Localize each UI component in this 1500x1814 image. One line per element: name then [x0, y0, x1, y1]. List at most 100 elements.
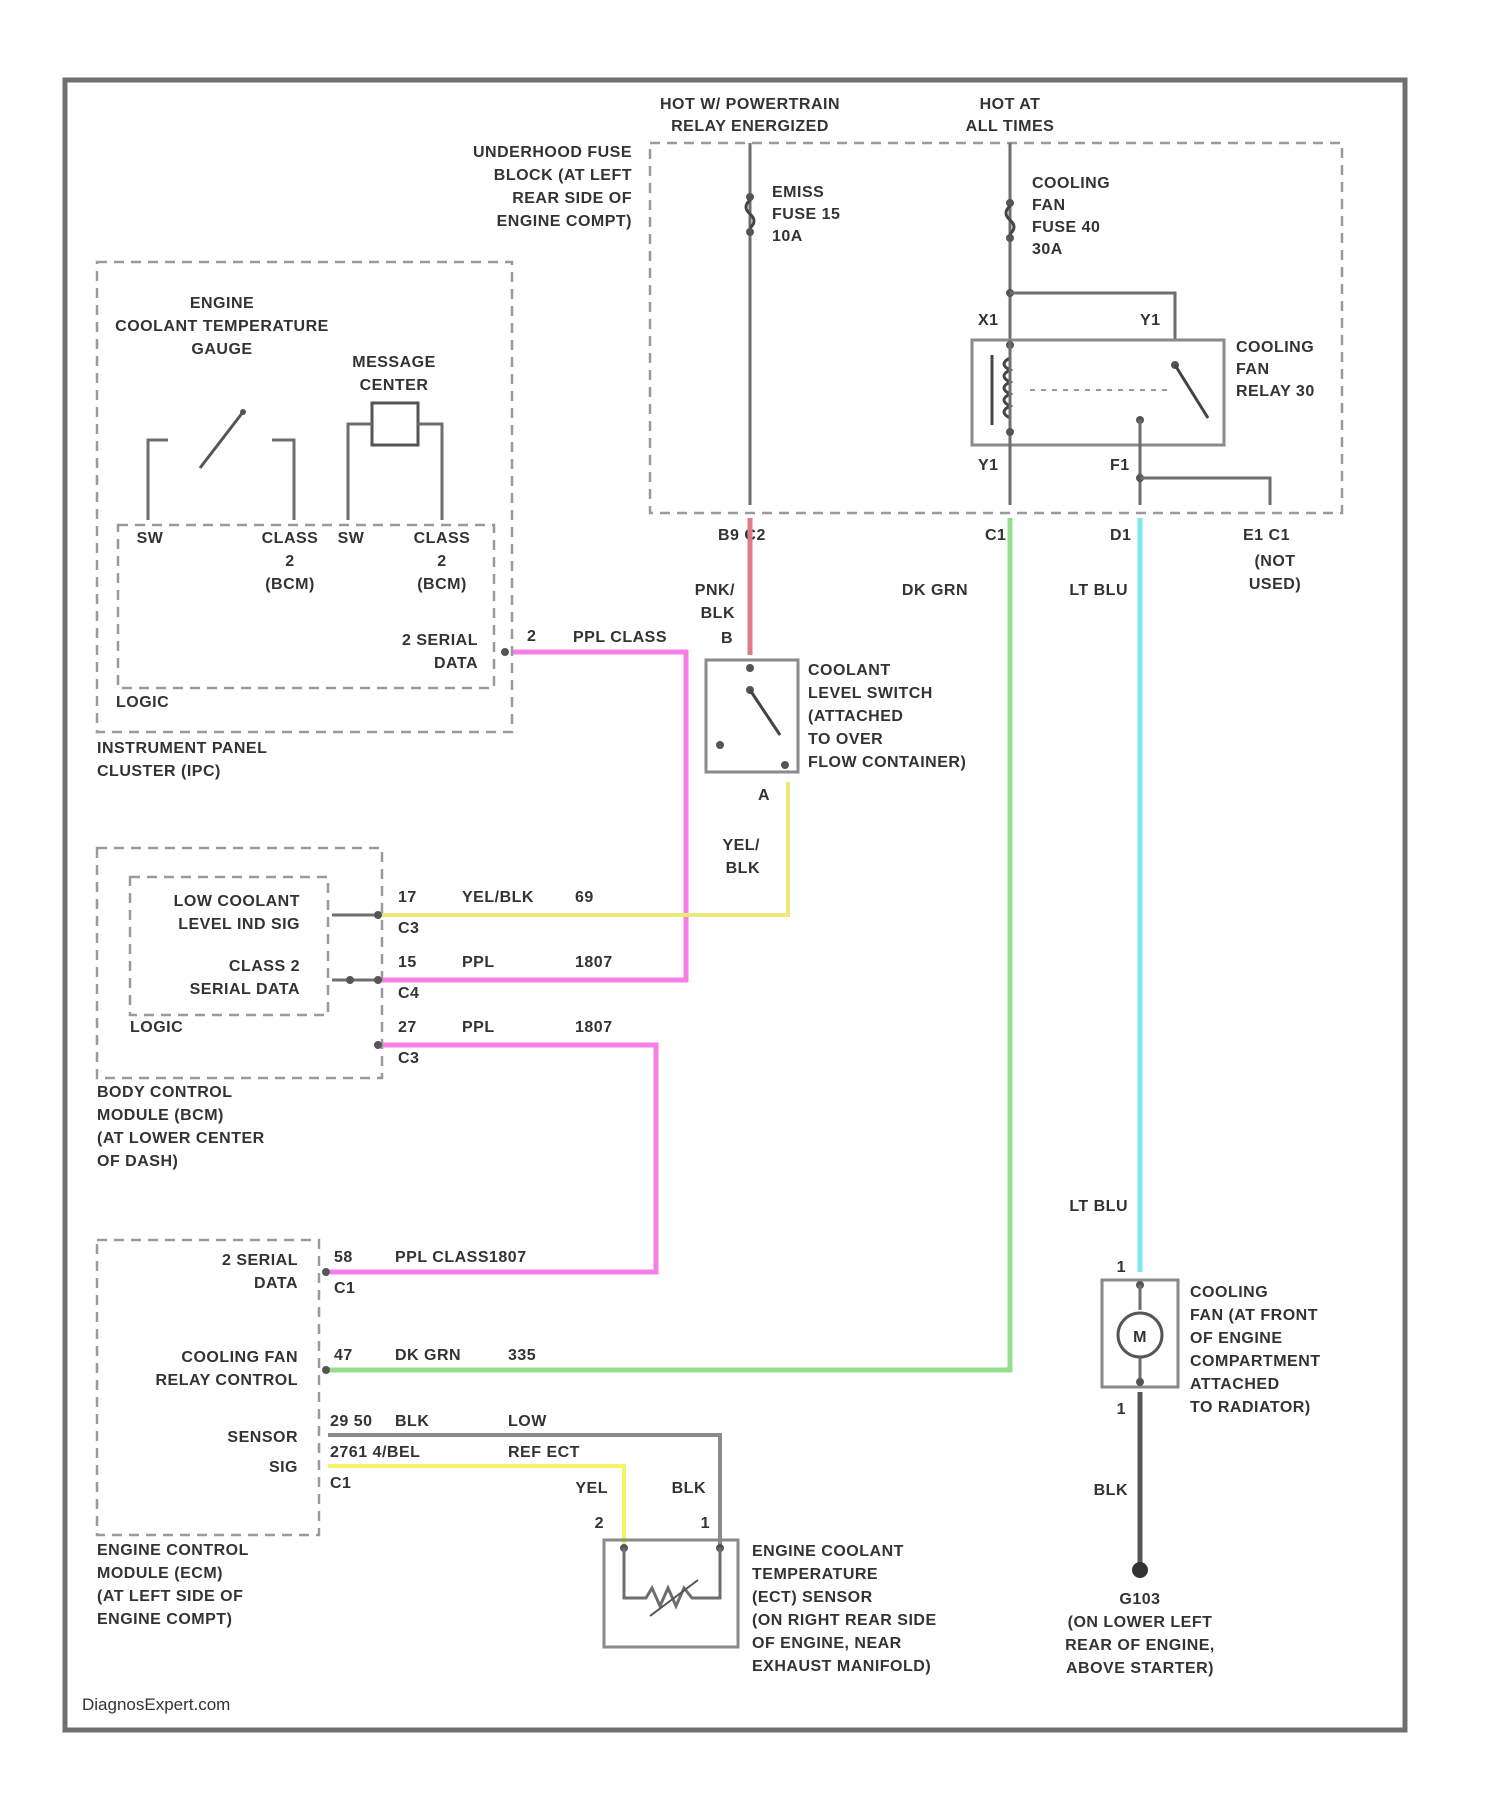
ground-label-4: ABOVE STARTER)	[1066, 1660, 1214, 1677]
ecm-sensor-ref: REF ECT	[508, 1444, 580, 1461]
ecm-sensor-conn: C1	[330, 1475, 351, 1492]
relay-pin-y1-top: Y1	[1140, 312, 1161, 329]
bcm-low-coolant-label-2: LEVEL IND SIG	[178, 916, 300, 933]
fuse-b-label: COOLING	[1032, 175, 1110, 192]
fan-motor-label-4: COMPARTMENT	[1190, 1353, 1321, 1370]
relay-not-used-branch	[1140, 478, 1270, 505]
bcm-low-coolant-label: LOW COOLANT	[174, 893, 300, 910]
ipc-sw-label-1: SW	[137, 530, 164, 547]
bcm-logic-label: LOGIC	[130, 1019, 183, 1036]
ecm-sensor-wire-a: BLK	[395, 1413, 429, 1430]
ipc-sw-label-2: SW	[338, 530, 365, 547]
bcm-wire-yel-blk: YEL/BLK	[462, 889, 534, 906]
connector-not-used-2: USED)	[1249, 576, 1301, 593]
ecm-fan-node	[322, 1366, 330, 1374]
ect-label-5: OF ENGINE, NEAR	[752, 1635, 902, 1652]
level-switch-label-5: FLOW CONTAINER)	[808, 754, 966, 771]
ecm-fan-label-2: RELAY CONTROL	[155, 1372, 298, 1389]
level-switch-contact-left	[716, 741, 724, 749]
relay-label-2: FAN	[1236, 361, 1270, 378]
wire-yel-blk-label-2: BLK	[726, 860, 760, 877]
bcm-title-4: OF DASH)	[97, 1153, 178, 1170]
connector-d1: D1	[1110, 527, 1131, 544]
bcm-circuit-1807-b: 1807	[575, 1019, 613, 1036]
level-switch-contact-right	[781, 761, 789, 769]
fuse-block-label-2: BLOCK (AT LEFT	[494, 167, 632, 184]
fuse-b-label-2: FAN	[1032, 197, 1066, 214]
ground-label: G103	[1119, 1591, 1160, 1608]
bcm-title: BODY CONTROL	[97, 1084, 232, 1101]
ect-pin-2: 2	[595, 1515, 604, 1532]
ipc-gauge-label: ENGINE	[190, 295, 254, 312]
power-label-powertrain-2: RELAY ENERGIZED	[671, 118, 829, 135]
fan-motor-pin-top: 1	[1117, 1259, 1126, 1276]
relay-pin-x1: X1	[978, 312, 999, 329]
ecm-fan-label: COOLING FAN	[181, 1349, 298, 1366]
level-switch-label-3: (ATTACHED	[808, 708, 903, 725]
level-switch-arm	[750, 690, 780, 735]
wire-dk-grn-label: DK GRN	[902, 582, 968, 599]
bcm-circuit-69: 69	[575, 889, 594, 906]
wire-sensor-yel	[328, 1466, 624, 1545]
ecm-sensor-label-2: SIG	[269, 1459, 298, 1476]
ipc-title: INSTRUMENT PANEL	[97, 740, 267, 757]
ecm-serial-pin: 58	[334, 1249, 353, 1266]
bcm-class2-junction	[346, 976, 354, 984]
relay-pin-y1-bottom: Y1	[978, 457, 999, 474]
connector-b9-c2: B9 C2	[718, 527, 766, 544]
fuse-a-node-bottom	[746, 228, 754, 236]
bcm-pin-15-node	[374, 976, 382, 984]
ground-icon	[1132, 1562, 1148, 1578]
level-switch-label: COOLANT	[808, 662, 891, 679]
bcm-pin-27-node	[374, 1041, 382, 1049]
ecm-serial-label-2: DATA	[254, 1275, 298, 1292]
bcm-pin-15: 15	[398, 954, 417, 971]
fuse-b-label-3: FUSE 40	[1032, 219, 1100, 236]
relay-label: COOLING	[1236, 339, 1314, 356]
level-switch-pin-b: B	[721, 630, 733, 647]
ipc-serial-node	[501, 648, 509, 656]
ecm-title: ENGINE CONTROL	[97, 1542, 249, 1559]
ground-label-2: (ON LOWER LEFT	[1068, 1614, 1213, 1631]
ground-label-3: REAR OF ENGINE,	[1065, 1637, 1215, 1654]
ecm-serial-wire: PPL CLASS1807	[395, 1249, 527, 1266]
wire-ppl-ipc-bcm	[380, 652, 686, 980]
ect-thermistor-icon	[624, 1548, 720, 1606]
ecm-fan-wire: DK GRN	[395, 1347, 461, 1364]
level-switch-node-top	[746, 664, 754, 672]
ipc-class2-b-2: 2	[437, 553, 446, 570]
fan-motor-label-5: ATTACHED	[1190, 1376, 1280, 1393]
fan-motor-label: COOLING	[1190, 1284, 1268, 1301]
ipc-serial-data-label: 2 SERIAL	[402, 632, 478, 649]
fuse-a-label: EMISS	[772, 184, 824, 201]
ipc-gauge-pivot	[240, 409, 246, 415]
ipc-class2-b-3: (BCM)	[417, 576, 467, 593]
bcm-wire-ppl-a: PPL	[462, 954, 495, 971]
bcm-conn-c3-b: C3	[398, 1050, 419, 1067]
fuse-block-label-4: ENGINE COMPT)	[497, 213, 632, 230]
wire-pnk-blk-label-2: BLK	[701, 605, 735, 622]
fan-motor-m: M	[1133, 1329, 1147, 1346]
wire-lt-blu-label-bottom: LT BLU	[1069, 1198, 1128, 1215]
wire-yel-blk-label: YEL/	[722, 837, 760, 854]
fan-motor-label-3: OF ENGINE	[1190, 1330, 1283, 1347]
ipc-message-center-label-2: CENTER	[360, 377, 429, 394]
wire-ppl-class-label: PPL CLASS	[573, 629, 667, 646]
bcm-pin-17: 17	[398, 889, 417, 906]
ecm-fan-circuit: 335	[508, 1347, 536, 1364]
connector-not-used: (NOT	[1254, 553, 1295, 570]
ipc-gauge-label-3: GAUGE	[191, 341, 252, 358]
ecm-serial-node	[322, 1268, 330, 1276]
ipc-class2-a-3: (BCM)	[265, 576, 315, 593]
ipc-gauge-label-2: COOLANT TEMPERATURE	[115, 318, 329, 335]
ecm-sensor-pin-b: 2761 4/BEL	[330, 1444, 420, 1461]
bcm-wire-ppl-b: PPL	[462, 1019, 495, 1036]
ipc-message-center-icon	[372, 403, 418, 445]
bcm-pin-27: 27	[398, 1019, 417, 1036]
ecm-sensor-pin-a: 29 50	[330, 1413, 373, 1430]
watermark: DiagnosExpert.com	[82, 1695, 230, 1714]
power-label-always-2: ALL TIMES	[966, 118, 1055, 135]
ect-wire-blk: BLK	[672, 1480, 706, 1497]
fuse-a-label-3: 10A	[772, 228, 803, 245]
